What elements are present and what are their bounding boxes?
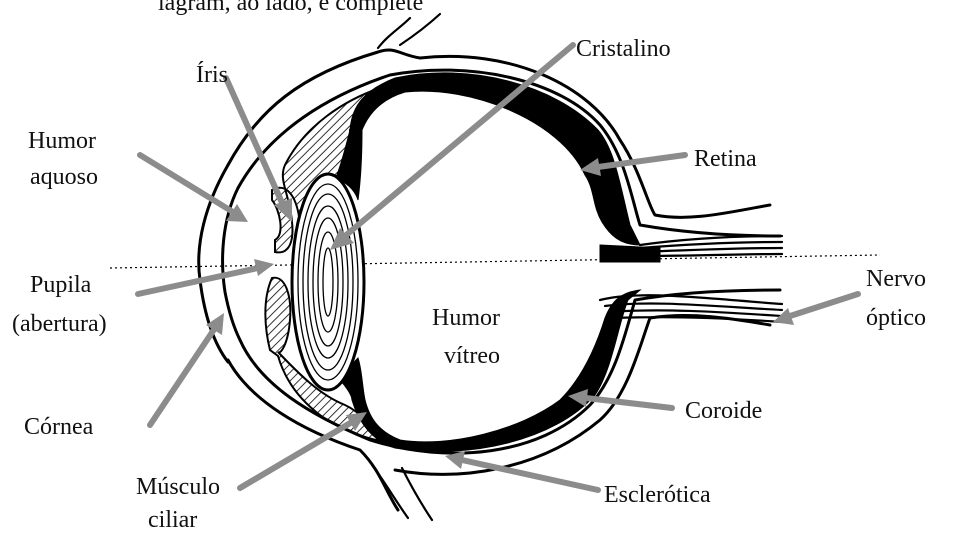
label-humor-aquoso-line1: Humor xyxy=(28,128,96,154)
lens xyxy=(292,174,364,390)
arrow-esclerotica xyxy=(445,451,598,490)
label-nervo-optico-line1: Nervo xyxy=(866,266,926,292)
label-musculo-ciliar-line1: Músculo xyxy=(136,474,220,500)
arrow-pupila xyxy=(138,259,274,294)
arrow-musculo-ciliar xyxy=(240,412,367,488)
label-humor-vitreo-line2: vítreo xyxy=(444,343,500,369)
label-humor-aquoso-line2: aquoso xyxy=(30,164,98,190)
optical-axis xyxy=(110,255,880,268)
label-retina: Retina xyxy=(694,146,757,172)
arrow-cornea xyxy=(150,313,224,425)
label-pupila-line1: Pupila xyxy=(30,272,92,298)
label-nervo-optico-line2: óptico xyxy=(866,305,926,331)
label-humor-vitreo-line1: Humor xyxy=(432,305,500,331)
upper-eyelid-line-2 xyxy=(400,14,440,45)
arrow-humor-aquoso xyxy=(140,155,248,222)
header-fragment: iagram, ao lado, e complete xyxy=(158,0,423,16)
label-cornea: Córnea xyxy=(24,414,94,440)
upper-eyelid-line-1 xyxy=(378,18,410,48)
label-esclerotica: Esclerótica xyxy=(604,482,711,508)
optic-nerve-fibers-upper xyxy=(640,236,782,256)
arrow-nervo-optico xyxy=(773,294,858,325)
label-pupila-line2: (abertura) xyxy=(12,311,107,337)
label-cristalino: Cristalino xyxy=(576,36,671,62)
label-musculo-ciliar-line2: ciliar xyxy=(148,507,197,532)
lower-eyelid-line-2 xyxy=(402,468,432,520)
choroid-upper-band xyxy=(350,73,640,245)
lower-eyelid-line-1 xyxy=(372,465,408,518)
label-coroide: Coroide xyxy=(685,398,762,424)
label-iris: Íris xyxy=(196,62,228,88)
optic-disc xyxy=(600,245,660,262)
